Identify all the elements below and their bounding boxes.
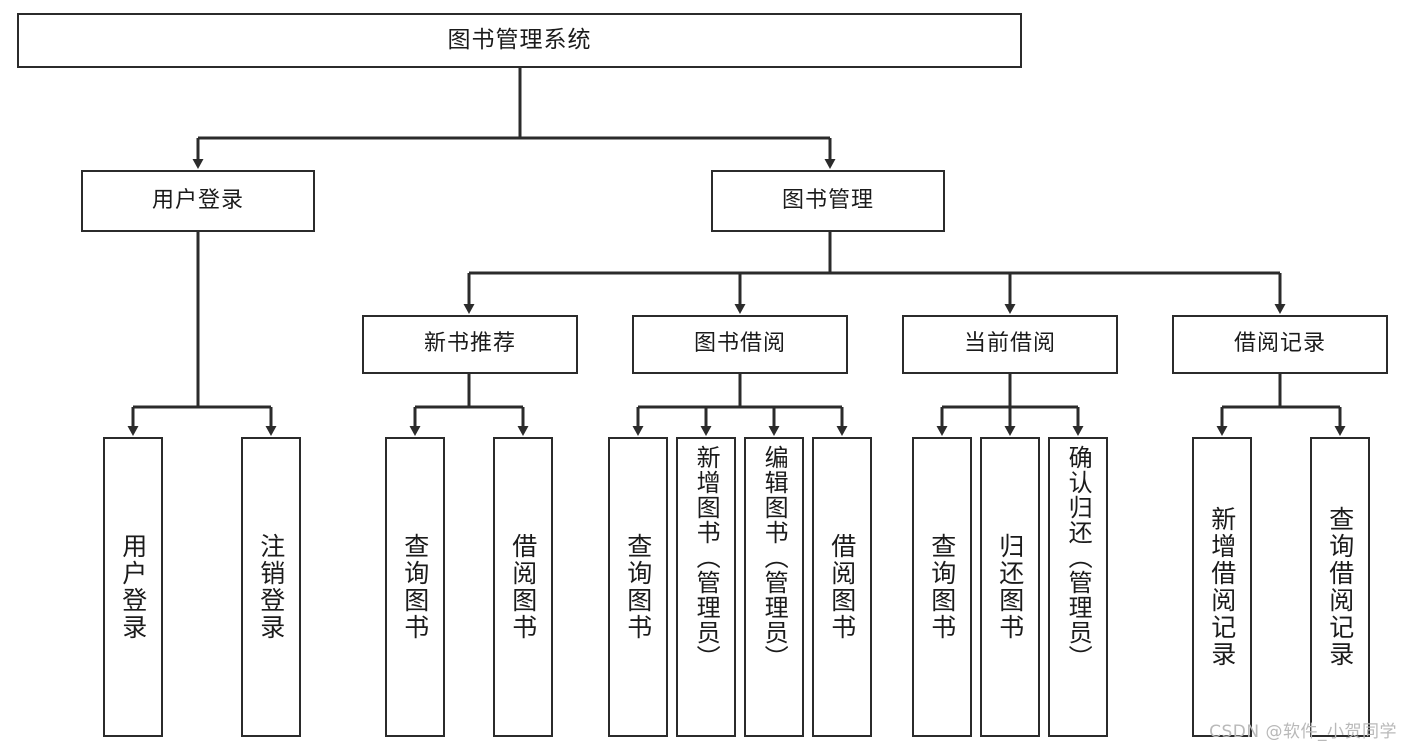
leaf-label: 编辑图书（管理员） (760, 445, 789, 670)
leaf-label: 查询借阅记录 (1325, 506, 1355, 668)
node-book-borrow[interactable]: 图书借阅 (632, 315, 848, 374)
leaf-label: 借阅图书 (508, 533, 538, 641)
node-borrow-record[interactable]: 借阅记录 (1172, 315, 1388, 374)
node-label: 新书推荐 (423, 331, 516, 357)
leaf-label: 查询图书 (400, 533, 430, 641)
leaf-current-confirm-return-admin[interactable]: 确认归还（管理员） (1048, 437, 1108, 737)
leaf-borrow-borrow-book[interactable]: 借阅图书 (812, 437, 872, 737)
leaf-borrow-edit-book-admin[interactable]: 编辑图书（管理员） (744, 437, 804, 737)
leaf-current-query-book[interactable]: 查询图书 (912, 437, 972, 737)
leaf-label: 新增借阅记录 (1207, 506, 1237, 668)
leaf-label: 归还图书 (995, 533, 1025, 641)
leaf-label: 注销登录 (256, 533, 286, 641)
node-current-borrow[interactable]: 当前借阅 (902, 315, 1118, 374)
leaf-label: 用户登录 (118, 533, 148, 641)
leaf-label: 确认归还（管理员） (1064, 445, 1093, 670)
leaf-record-add-borrow-record[interactable]: 新增借阅记录 (1192, 437, 1252, 737)
node-label: 用户登录 (151, 187, 244, 213)
leaf-record-query-borrow-record[interactable]: 查询借阅记录 (1310, 437, 1370, 737)
leaf-borrow-add-book-admin[interactable]: 新增图书（管理员） (676, 437, 736, 737)
node-label: 借阅记录 (1233, 331, 1326, 357)
node-label: 图书管理 (781, 187, 874, 213)
node-label: 当前借阅 (963, 331, 1056, 357)
leaf-label: 查询图书 (623, 533, 653, 641)
leaf-label: 查询图书 (927, 533, 957, 641)
node-user-login[interactable]: 用户登录 (81, 170, 315, 232)
node-new-book-recommend[interactable]: 新书推荐 (362, 315, 578, 374)
node-label: 图书借阅 (693, 331, 786, 357)
node-book-management[interactable]: 图书管理 (711, 170, 945, 232)
leaf-label: 新增图书（管理员） (692, 445, 721, 670)
leaf-user-login-login[interactable]: 用户登录 (103, 437, 163, 737)
node-root-book-management-system[interactable]: 图书管理系统 (17, 13, 1022, 68)
leaf-recommend-query-book[interactable]: 查询图书 (385, 437, 445, 737)
leaf-current-return-book[interactable]: 归还图书 (980, 437, 1040, 737)
leaf-borrow-query-book[interactable]: 查询图书 (608, 437, 668, 737)
leaf-label: 借阅图书 (827, 533, 857, 641)
leaf-recommend-borrow-book[interactable]: 借阅图书 (493, 437, 553, 737)
node-label: 图书管理系统 (447, 26, 592, 53)
csdn-watermark: CSDN @软件_小贺同学 (1209, 722, 1397, 742)
leaf-user-login-logout[interactable]: 注销登录 (241, 437, 301, 737)
